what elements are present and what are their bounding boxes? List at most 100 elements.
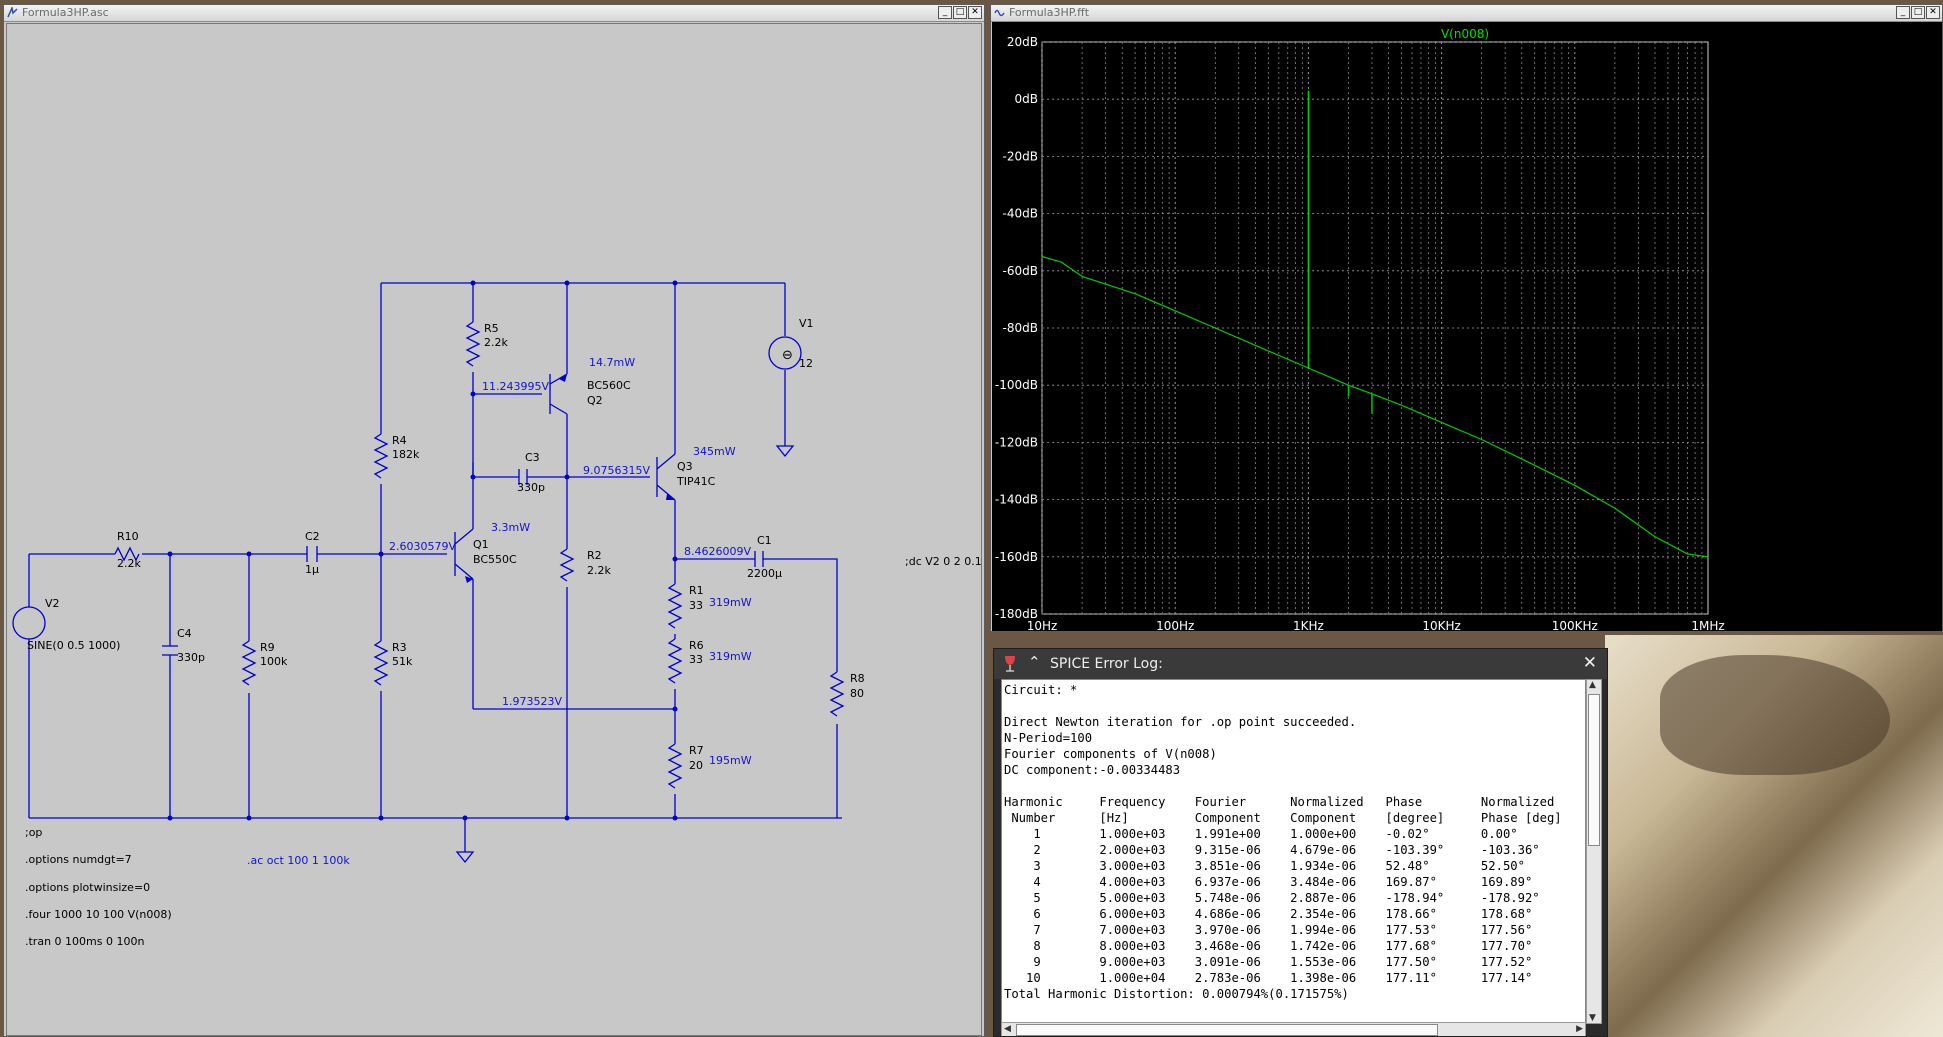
- r5-ref: R5: [484, 322, 499, 335]
- v1-value: 12: [799, 357, 813, 370]
- directive-plotwinsize[interactable]: .options plotwinsize=0: [25, 881, 150, 894]
- series-line[interactable]: [1041, 255, 1709, 558]
- v2-value: SINE(0 0.5 1000): [27, 639, 120, 652]
- node-voltage-emitter: 1.973523V: [502, 695, 562, 708]
- svg-text:⊖: ⊖: [782, 348, 793, 363]
- q2-value: BC560C: [587, 379, 631, 392]
- log-line: DC component:-0.00334483: [1004, 763, 1181, 777]
- c4-value: 330p: [177, 651, 205, 664]
- maximize-button[interactable]: □: [953, 6, 967, 19]
- r2-value: 2.2k: [587, 564, 611, 577]
- y-tick-label: -80dB: [1003, 321, 1038, 335]
- y-tick-label: -60dB: [1003, 264, 1038, 278]
- r1-value: 33: [689, 599, 703, 612]
- spice-error-log-window[interactable]: ⌃ SPICE Error Log: ✕ Circuit: * Direct N…: [993, 648, 1608, 1037]
- c2-value: 1µ: [305, 563, 319, 576]
- y-tick-label: -120dB: [995, 435, 1038, 449]
- r9-value: 100k: [260, 655, 288, 668]
- close-icon[interactable]: ✕: [1582, 653, 1597, 673]
- node-voltage-q3-base: 9.0756315V: [583, 464, 650, 477]
- node-voltage-q2-base: 11.243995V: [482, 380, 549, 393]
- y-tick-label: -140dB: [995, 493, 1038, 507]
- vertical-scroll-thumb[interactable]: [1588, 694, 1600, 846]
- log-content: Circuit: * Direct Newton iteration for .…: [1002, 680, 1585, 1004]
- r3-value: 51k: [392, 655, 413, 668]
- c2-ref: C2: [305, 530, 320, 543]
- log-text-area[interactable]: Circuit: * Direct Newton iteration for .…: [1001, 679, 1586, 1024]
- close-button[interactable]: ✕: [968, 6, 982, 19]
- scroll-down-icon[interactable]: ▼: [1589, 1013, 1596, 1023]
- x-tick-label: 1KHz: [1293, 619, 1324, 632]
- log-line: 1 1.000e+03 1.991e+00 1.000e+00 -0.02° 0…: [1004, 827, 1518, 841]
- r3-ref: R3: [392, 641, 407, 654]
- directive-op[interactable]: ;op: [25, 826, 42, 839]
- fft-chart[interactable]: V(n008) 20dB0dB-20dB-40dB-60dB-80dB-100d…: [992, 22, 1943, 632]
- v1-ref: V1: [799, 317, 814, 330]
- log-line: 9 9.000e+03 3.091e-06 1.553e-06 177.50° …: [1004, 955, 1533, 969]
- r8-ref: R8: [850, 672, 865, 685]
- r10-value: 2.2k: [117, 557, 141, 570]
- c3-value: 330p: [517, 481, 545, 494]
- directive-tran[interactable]: .tran 0 100ms 0 100n: [25, 935, 144, 948]
- schematic-canvas[interactable]: ⊖ R10 2.2k V2 SINE(0 0.5 1000) C4 330p R…: [6, 23, 982, 1036]
- r6-ref: R6: [689, 639, 704, 652]
- r8-value: 80: [850, 687, 864, 700]
- directive-dc[interactable]: ;dc V2 0 2 0.1: [905, 555, 982, 568]
- log-titlebar[interactable]: ⌃ SPICE Error Log: ✕: [994, 649, 1607, 679]
- schematic-titlebar[interactable]: Formula3HP.asc _ □ ✕: [4, 5, 984, 22]
- wine-glass-icon: [1005, 656, 1015, 672]
- power-r7: 195mW: [709, 754, 752, 767]
- minimize-button[interactable]: _: [1896, 6, 1910, 19]
- log-vertical-scrollbar[interactable]: ▲ ▼: [1586, 679, 1602, 1024]
- ltspice-icon: [7, 7, 18, 18]
- v2-ref: V2: [45, 597, 60, 610]
- log-line: Fourier components of V(n008): [1004, 747, 1217, 761]
- schematic-window[interactable]: Formula3HP.asc _ □ ✕: [3, 4, 985, 1037]
- power-q3: 345mW: [693, 445, 736, 458]
- y-tick-label: -20dB: [1003, 149, 1038, 163]
- y-tick-label: 0dB: [1015, 92, 1038, 106]
- c1-ref: C1: [757, 534, 772, 547]
- log-line: 8 8.000e+03 3.468e-06 1.742e-06 177.68° …: [1004, 939, 1533, 953]
- y-tick-label: -40dB: [1003, 207, 1038, 221]
- q1-ref: Q1: [473, 538, 489, 551]
- scroll-left-icon[interactable]: ◀: [1004, 1024, 1011, 1034]
- close-button[interactable]: ✕: [1926, 6, 1940, 19]
- power-r1: 319mW: [709, 596, 752, 609]
- r9-ref: R9: [260, 641, 275, 654]
- power-q1: 3.3mW: [491, 521, 530, 534]
- c3-ref: C3: [525, 451, 540, 464]
- log-line: 4 4.000e+03 6.937e-06 3.484e-06 169.87° …: [1004, 875, 1533, 889]
- schematic-title: Formula3HP.asc: [22, 6, 109, 19]
- scroll-up-icon[interactable]: ▲: [1589, 680, 1596, 690]
- schematic-drawing[interactable]: ⊖ R10 2.2k V2 SINE(0 0.5 1000) C4 330p R…: [7, 24, 983, 1037]
- r7-value: 20: [689, 759, 703, 772]
- q2-ref: Q2: [587, 394, 603, 407]
- r1-ref: R1: [689, 584, 704, 597]
- log-horizontal-scrollbar[interactable]: ◀ ▶: [1001, 1022, 1586, 1036]
- power-q2: 14.7mW: [589, 356, 635, 369]
- log-line: 3 3.000e+03 3.851e-06 1.934e-06 52.48° 5…: [1004, 859, 1525, 873]
- node-voltage-output: 8.4626009V: [684, 545, 751, 558]
- chevron-up-icon[interactable]: ⌃: [1028, 653, 1041, 671]
- q3-ref: Q3: [677, 460, 693, 473]
- scroll-right-icon[interactable]: ▶: [1576, 1024, 1583, 1034]
- chart-title[interactable]: V(n008): [1441, 27, 1489, 41]
- x-tick-label: 100KHz: [1552, 619, 1598, 632]
- directive-ac[interactable]: .ac oct 100 1 100k: [247, 854, 350, 867]
- log-line: Harmonic Frequency Fourier Normalized Ph…: [1004, 795, 1555, 809]
- directive-numdgt[interactable]: .options numdgt=7: [25, 853, 132, 866]
- y-tick-label: -180dB: [995, 607, 1038, 621]
- log-line: Total Harmonic Distortion: 0.000794%(0.1…: [1004, 987, 1349, 1001]
- node-voltage-q1-base: 2.6030579V: [389, 540, 456, 553]
- minimize-button[interactable]: _: [938, 6, 952, 19]
- fft-titlebar[interactable]: Formula3HP.fft _ □ ✕: [991, 5, 1942, 22]
- maximize-button[interactable]: □: [1911, 6, 1925, 19]
- y-tick-label: -160dB: [995, 550, 1038, 564]
- directive-four[interactable]: .four 1000 10 100 V(n008): [25, 908, 172, 921]
- waveform-icon: [994, 9, 1005, 17]
- horizontal-scroll-thumb[interactable]: [1016, 1024, 1438, 1036]
- log-line: 5 5.000e+03 5.748e-06 2.887e-06 -178.94°…: [1004, 891, 1540, 905]
